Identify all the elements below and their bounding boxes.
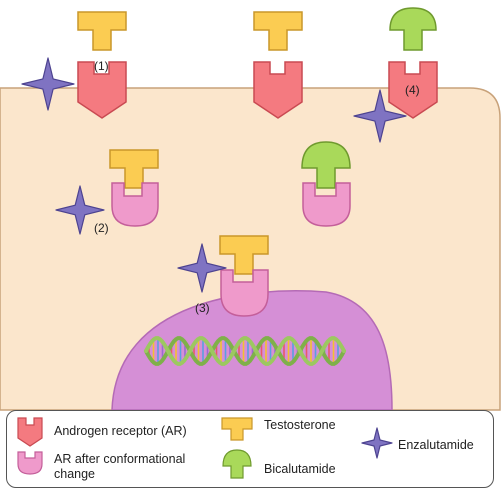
testosterone-icon [253,11,303,51]
step-label-4: (4) [405,83,420,97]
legend-bicalutamide-label: Bicalutamide [264,462,336,476]
step-label-3: (3) [195,301,210,315]
enzalutamide-icon [21,57,75,111]
enzalutamide-icon [177,243,227,293]
enzalutamide-icon [353,89,407,143]
conformational-ar-icon [220,269,269,317]
androgen-receptor-icon [253,61,303,119]
legend-ar-conformational-line1: AR after conformational [54,452,186,466]
testosterone-icon [77,11,127,51]
legend-ar-conformational-label: AR after conformational change [54,452,185,482]
conformational-ar-icon [111,182,159,227]
step-label-2: (2) [94,221,109,235]
bicalutamide-icon [301,141,351,189]
dna-helix-icon [144,336,346,366]
androgen-receptor-icon [77,61,127,119]
legend-testosterone-label: Testosterone [264,418,336,432]
legend-ar-label: Androgen receptor (AR) [54,424,187,438]
legend-enzalutamide-label: Enzalutamide [398,438,474,452]
bicalutamide-icon [389,7,437,51]
enzalutamide-icon [55,185,105,235]
legend-ar-conformational-line2: change [54,467,96,481]
step-label-1: (1) [94,59,109,73]
conformational-ar-icon [302,182,351,227]
androgen-receptor-icon [388,61,438,119]
